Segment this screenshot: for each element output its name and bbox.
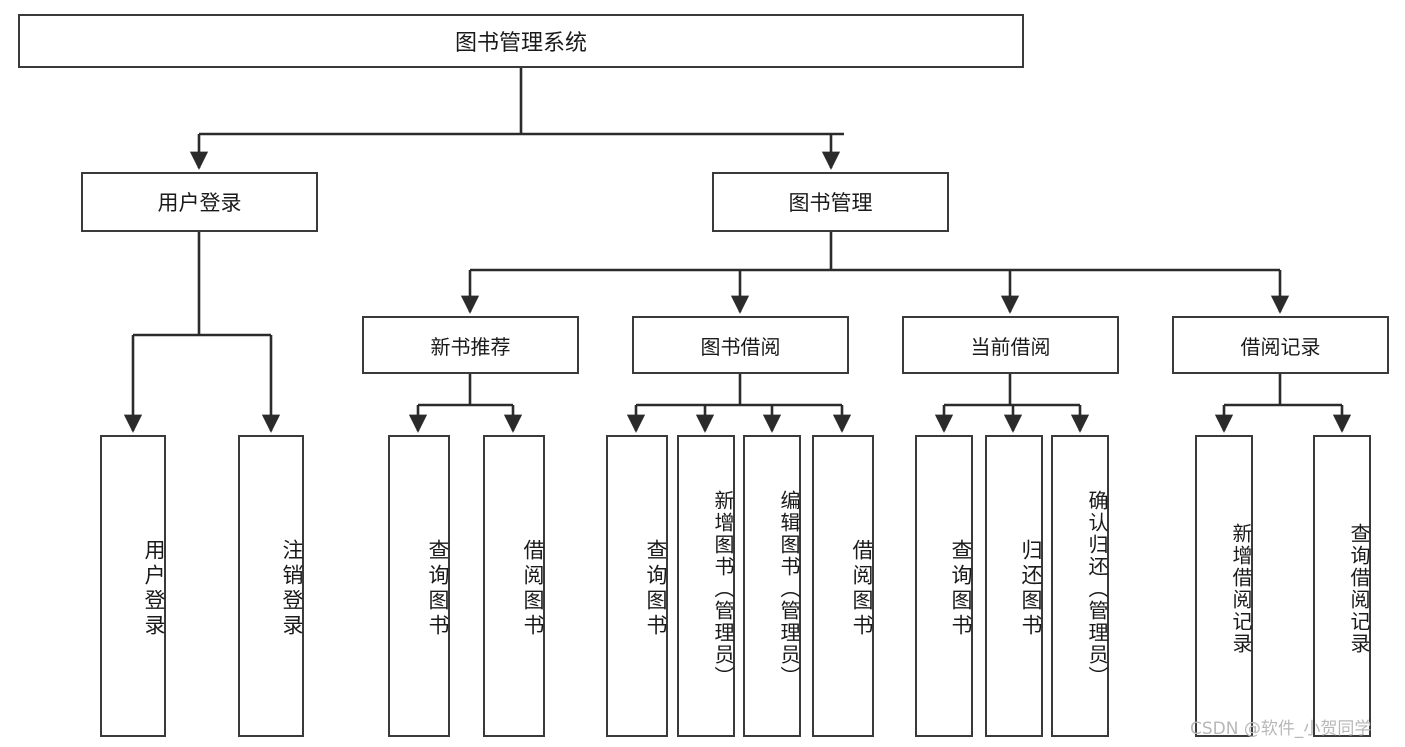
node-leaf-query-record[interactable]: 查询借阅记录 <box>1313 435 1371 737</box>
node-root-label: 图书管理系统 <box>454 31 587 56</box>
node-leaf-user-login-label: 用户登录 <box>142 539 166 639</box>
node-leaf-borrow-book-1-label: 借阅图书 <box>521 539 545 639</box>
node-root[interactable]: 图书管理系统 <box>18 14 1024 68</box>
node-leaf-confirm-return-label: 确认归还（管理员） <box>1085 490 1109 688</box>
node-leaf-query-book-1[interactable]: 查询图书 <box>388 435 450 737</box>
node-leaf-borrow-book-2[interactable]: 借阅图书 <box>812 435 874 737</box>
node-user-login-label: 用户登录 <box>157 191 242 215</box>
node-leaf-borrow-book-2-label: 借阅图书 <box>850 539 874 639</box>
node-leaf-return-book[interactable]: 归还图书 <box>985 435 1043 737</box>
node-book-manage-label: 图书管理 <box>788 191 873 215</box>
node-current-borrow[interactable]: 当前借阅 <box>902 316 1119 374</box>
node-leaf-query-book-3[interactable]: 查询图书 <box>915 435 973 737</box>
node-new-book-recommend-label: 新书推荐 <box>430 334 511 359</box>
node-borrow-record[interactable]: 借阅记录 <box>1172 316 1389 374</box>
node-leaf-add-book-label: 新增图书（管理员） <box>711 490 735 688</box>
node-leaf-query-book-1-label: 查询图书 <box>426 539 450 639</box>
node-leaf-borrow-book-1[interactable]: 借阅图书 <box>483 435 545 737</box>
node-book-borrow[interactable]: 图书借阅 <box>632 316 849 374</box>
node-leaf-confirm-return[interactable]: 确认归还（管理员） <box>1051 435 1109 737</box>
node-borrow-record-label: 借阅记录 <box>1240 334 1321 359</box>
node-current-borrow-label: 当前借阅 <box>970 334 1051 359</box>
node-leaf-query-book-2-label: 查询图书 <box>644 539 668 639</box>
node-leaf-query-record-label: 查询借阅记录 <box>1347 523 1371 655</box>
node-leaf-user-logout-label: 注销登录 <box>280 539 304 639</box>
node-leaf-user-logout[interactable]: 注销登录 <box>238 435 304 737</box>
node-leaf-add-book[interactable]: 新增图书（管理员） <box>677 435 735 737</box>
node-book-manage[interactable]: 图书管理 <box>712 172 949 232</box>
node-leaf-user-login[interactable]: 用户登录 <box>100 435 166 737</box>
node-new-book-recommend[interactable]: 新书推荐 <box>362 316 579 374</box>
node-leaf-return-book-label: 归还图书 <box>1019 539 1043 639</box>
node-leaf-add-record[interactable]: 新增借阅记录 <box>1195 435 1253 737</box>
node-leaf-edit-book[interactable]: 编辑图书（管理员） <box>743 435 801 737</box>
node-leaf-edit-book-label: 编辑图书（管理员） <box>777 490 801 688</box>
node-leaf-add-record-label: 新增借阅记录 <box>1229 523 1253 655</box>
node-book-borrow-label: 图书借阅 <box>700 334 781 359</box>
node-user-login[interactable]: 用户登录 <box>81 172 318 232</box>
node-leaf-query-book-3-label: 查询图书 <box>949 539 973 639</box>
node-leaf-query-book-2[interactable]: 查询图书 <box>606 435 668 737</box>
watermark: CSDN @软件_小贺同学 <box>1190 719 1372 739</box>
